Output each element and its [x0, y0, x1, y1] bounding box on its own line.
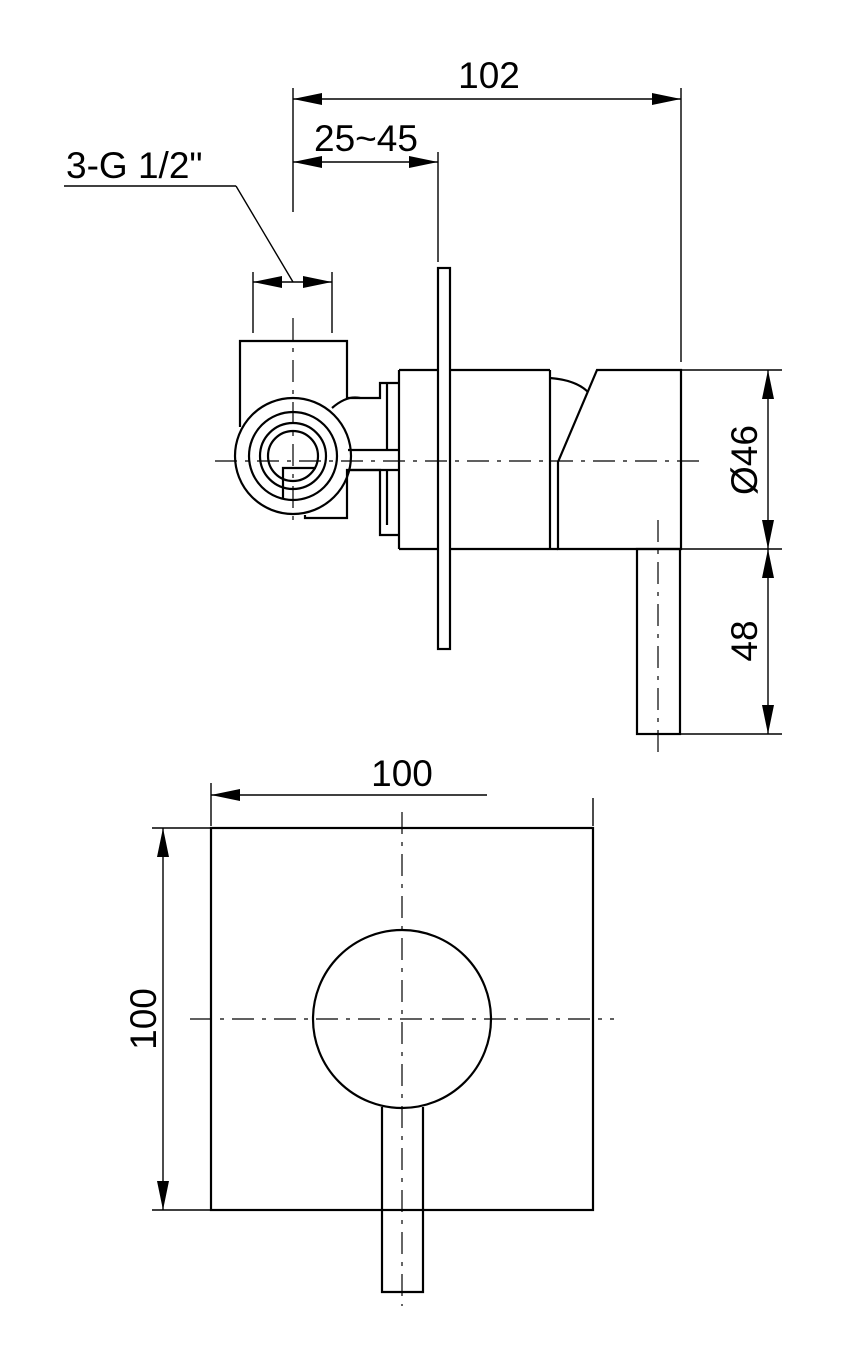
handle-side: [556, 368, 683, 736]
body-diameter-label: Ø46: [724, 425, 765, 495]
dimension-body-diameter: Ø46: [681, 369, 782, 550]
dimension-plate-width: 100: [210, 753, 594, 826]
overall-length-label: 102: [458, 55, 520, 96]
plate-width-label: 100: [371, 753, 433, 794]
front-view: 100 100: [123, 753, 614, 1306]
dimension-lever-length: 48: [681, 549, 782, 735]
dimension-wall-adjust: 25~45: [293, 118, 439, 262]
body-sleeve: [450, 368, 589, 551]
inlet-thread-label: 3-G 1/2": [66, 145, 203, 186]
dimension-overall-length: 102: [292, 55, 682, 362]
dimension-inlet-thread: 3-G 1/2": [64, 145, 333, 333]
side-view: 102 25~45 3-G 1/2": [64, 55, 782, 752]
dimension-plate-height: 100: [123, 827, 211, 1211]
lever-length-label: 48: [724, 620, 765, 661]
valve-body: [233, 339, 438, 551]
plate-height-label: 100: [123, 988, 164, 1050]
wall-adjust-label: 25~45: [314, 118, 418, 159]
cover-plate-side: [436, 266, 452, 651]
